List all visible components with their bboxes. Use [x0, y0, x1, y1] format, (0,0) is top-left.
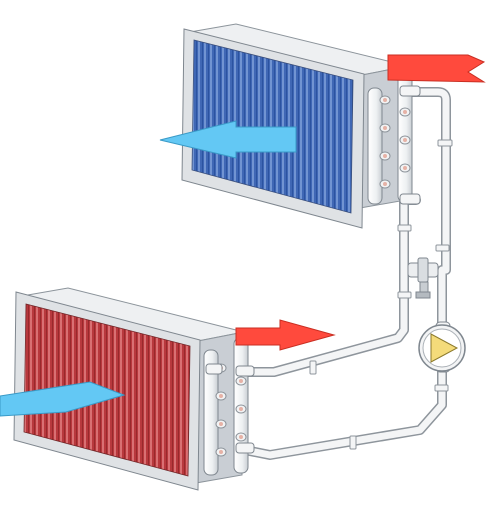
- piping-loop: [230, 87, 453, 460]
- airflow-heat-in: [0, 381, 126, 417]
- airflow-heat-out: [235, 319, 336, 351]
- airflow-cool-in: [387, 54, 486, 83]
- airflow-arrows: [0, 54, 486, 417]
- circulation-pump: [418, 321, 466, 373]
- three-way-valve: [407, 257, 439, 299]
- airflow-cool-out: [159, 120, 297, 159]
